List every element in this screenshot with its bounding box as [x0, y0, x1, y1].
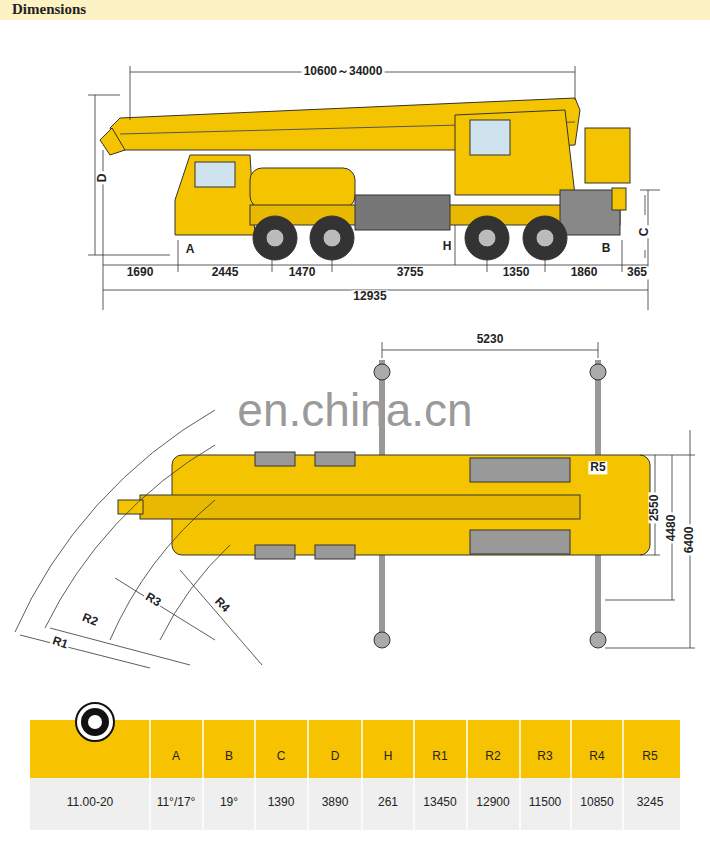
table-cell: 3890	[322, 796, 349, 809]
table-cell: 11.00-20	[67, 796, 113, 809]
dimension-value: 6400	[683, 525, 696, 556]
dimension-letter: C	[638, 226, 651, 239]
table-cell: 19°	[220, 796, 238, 809]
table-cell: 1390	[268, 796, 295, 809]
table-header: R1	[432, 750, 447, 763]
watermark: en.china.cn	[237, 385, 472, 436]
table-header: H	[384, 750, 393, 763]
dimension-value: 1690	[125, 266, 156, 279]
radius-label: R1	[49, 634, 71, 653]
tire-icon	[76, 703, 114, 741]
dimension-value: 1350	[501, 266, 532, 279]
dimension-value: 2445	[210, 266, 241, 279]
dimension-value: 5230	[475, 333, 506, 346]
dimension-value: 12935	[351, 290, 388, 303]
table-header: A	[172, 750, 180, 763]
table-header: R2	[485, 750, 500, 763]
boom-length: 10600～34000	[302, 65, 385, 78]
crane-top-view	[118, 360, 650, 648]
dimension-value: 2550	[648, 493, 661, 524]
table-header: R5	[642, 750, 657, 763]
radius-label: R3	[141, 589, 164, 610]
spec-table	[30, 703, 680, 830]
table-cell: 13450	[423, 796, 456, 809]
dimension-letter: D	[96, 172, 109, 185]
dimension-value: 4480	[665, 513, 678, 544]
dimension-value: 1470	[287, 266, 318, 279]
table-header: B	[225, 750, 233, 763]
angle-letter: A	[184, 243, 197, 256]
table-cell: 11°/17°	[157, 796, 196, 809]
dimension-letter: H	[441, 240, 454, 253]
table-cell: 261	[378, 796, 398, 809]
table-header: C	[277, 750, 286, 763]
table-header: R3	[537, 750, 552, 763]
table-cell: 12900	[476, 796, 509, 809]
page-title: Dimensions	[12, 1, 86, 18]
header-bar	[0, 0, 710, 20]
dimension-lines	[88, 66, 660, 310]
table-cell: 11500	[529, 796, 561, 809]
dimension-lines	[15, 342, 695, 668]
table-header: R4	[589, 750, 604, 763]
dimension-value: 3755	[395, 266, 426, 279]
angle-letter: B	[600, 242, 613, 255]
dimension-value: 1860	[569, 266, 600, 279]
table-cell: 10850	[580, 796, 613, 809]
dimension-value: 365	[625, 266, 649, 279]
radius-label: R5	[588, 461, 607, 474]
radius-label: R2	[79, 610, 102, 629]
crane-side-view	[100, 98, 630, 260]
radius-label: R4	[210, 593, 233, 616]
table-cell: 3245	[637, 796, 664, 809]
table-header: D	[331, 750, 340, 763]
